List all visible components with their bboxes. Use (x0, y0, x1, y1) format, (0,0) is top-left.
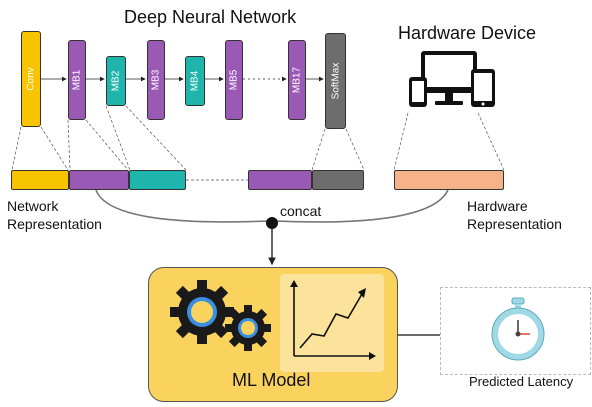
layer-mb4: MB4 (185, 56, 205, 106)
gears-icon (170, 280, 271, 351)
hardware-representation-label: Hardware Representation (467, 198, 562, 232)
hardware-device-title: Hardware Device (398, 23, 537, 43)
line-chart-icon (290, 280, 376, 360)
ml-model-label: ML Model (232, 370, 311, 390)
rep-block-softmax (312, 170, 364, 190)
predicted-latency-label: Predicted Latency (469, 374, 574, 389)
rep-block-conv (11, 170, 69, 190)
dnn-title: Deep Neural Network (124, 7, 297, 27)
devices-icon (409, 51, 495, 107)
rep-block-mb17 (248, 170, 312, 190)
concat-label: concat (280, 203, 322, 219)
rep-block-mb1 (69, 170, 129, 190)
layer-mb2: MB2 (106, 56, 126, 106)
layer-mb1: MB1 (68, 40, 86, 120)
layer-mb3: MB3 (147, 40, 165, 120)
concat-node (266, 217, 278, 229)
layer-softmax: SoftMax (325, 33, 346, 129)
layer-conv: Conv (21, 31, 41, 127)
layer-mb17: MB17 (288, 40, 306, 120)
layer-mb5: MB5 (225, 40, 243, 120)
rep-block-mb2 (129, 170, 186, 190)
hardware-representation-block (394, 170, 504, 190)
stopwatch-icon (491, 297, 545, 361)
network-representation-label: Network Representation (7, 198, 102, 232)
